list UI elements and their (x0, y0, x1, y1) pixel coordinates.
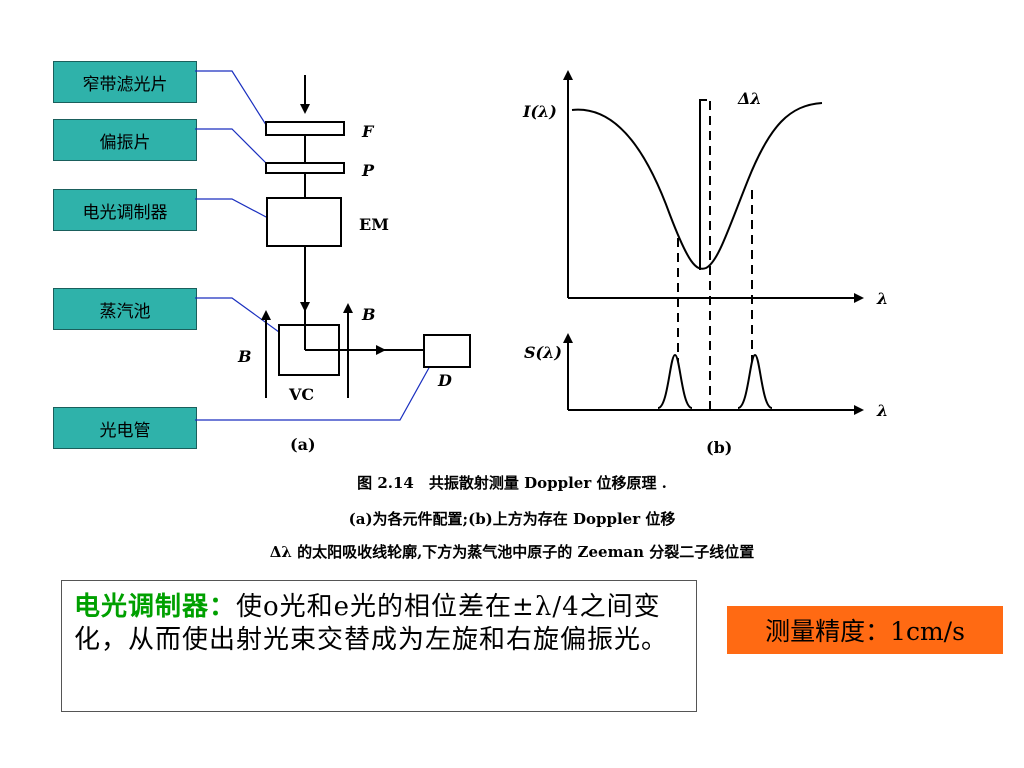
label-b-right: B (361, 305, 376, 324)
doppler-diagram: F P EM B B VC D (a) I(λ) Δλ λ S(λ) λ (b) (195, 70, 888, 457)
precision-badge: 测量精度：1cm/s (727, 606, 1003, 654)
label-modulator: 电光调制器 (53, 189, 197, 231)
label-s-lambda: S(λ) (524, 343, 562, 362)
label-d: D (437, 371, 452, 390)
connector-vapor-cell (195, 297, 291, 341)
label-em: EM (359, 215, 389, 234)
connector-modulator (195, 198, 269, 219)
label-vapor-cell: 蒸汽池 (53, 288, 197, 330)
description-term: 电光调制器： (74, 592, 237, 622)
connector-phototube (195, 365, 431, 421)
absorption-profile (571, 102, 823, 270)
label-delta-lambda: Δλ (737, 89, 762, 108)
zeeman-line-right (737, 353, 773, 409)
delta-lambda-marker-right (709, 99, 715, 410)
label-polarizer: 偏振片 (53, 119, 197, 161)
label-vc: VC (288, 385, 314, 404)
delta-lambda-marker-left (699, 99, 707, 270)
connector-polarizer (195, 128, 269, 166)
polarizer-element (265, 162, 345, 174)
zeeman-line-left (657, 353, 693, 409)
label-b-left: B (237, 347, 252, 366)
panel-b-label: (b) (706, 438, 732, 457)
modulator-element (266, 197, 342, 247)
setup-a (261, 75, 471, 398)
detector-element (423, 334, 471, 368)
description-text: 使o光和e光的相位差在±λ/4之间变化，从而使出射光束交替成为左旋和右旋偏振光。 (74, 592, 669, 656)
label-phototube: 光电管 (53, 407, 197, 449)
caption-line-3: Δλ 的太阳吸收线轮廓,下方为蒸气池中原子的 Zeeman 分裂二子线位置 (269, 543, 755, 561)
description-box: 电光调制器：使o光和e光的相位差在±λ/4之间变化，从而使出射光束交替成为左旋和… (61, 580, 697, 712)
connector-filter (195, 70, 269, 129)
filter-element (265, 121, 345, 136)
label-lambda-top: λ (876, 289, 888, 308)
caption-line-1: 图 2.14 共振散射测量 Doppler 位移原理 . (357, 474, 667, 492)
label-i-lambda: I(λ) (522, 102, 557, 121)
panel-a-label: (a) (290, 435, 316, 454)
label-lambda-bottom: λ (876, 401, 888, 420)
caption-line-2: (a)为各元件配置;(b)上方为存在 Doppler 位移 (348, 510, 676, 528)
spectra-b (563, 70, 864, 415)
connector-lines (195, 70, 431, 421)
label-p: P (361, 161, 375, 180)
label-f: F (361, 122, 375, 141)
label-filter: 窄带滤光片 (53, 61, 197, 103)
